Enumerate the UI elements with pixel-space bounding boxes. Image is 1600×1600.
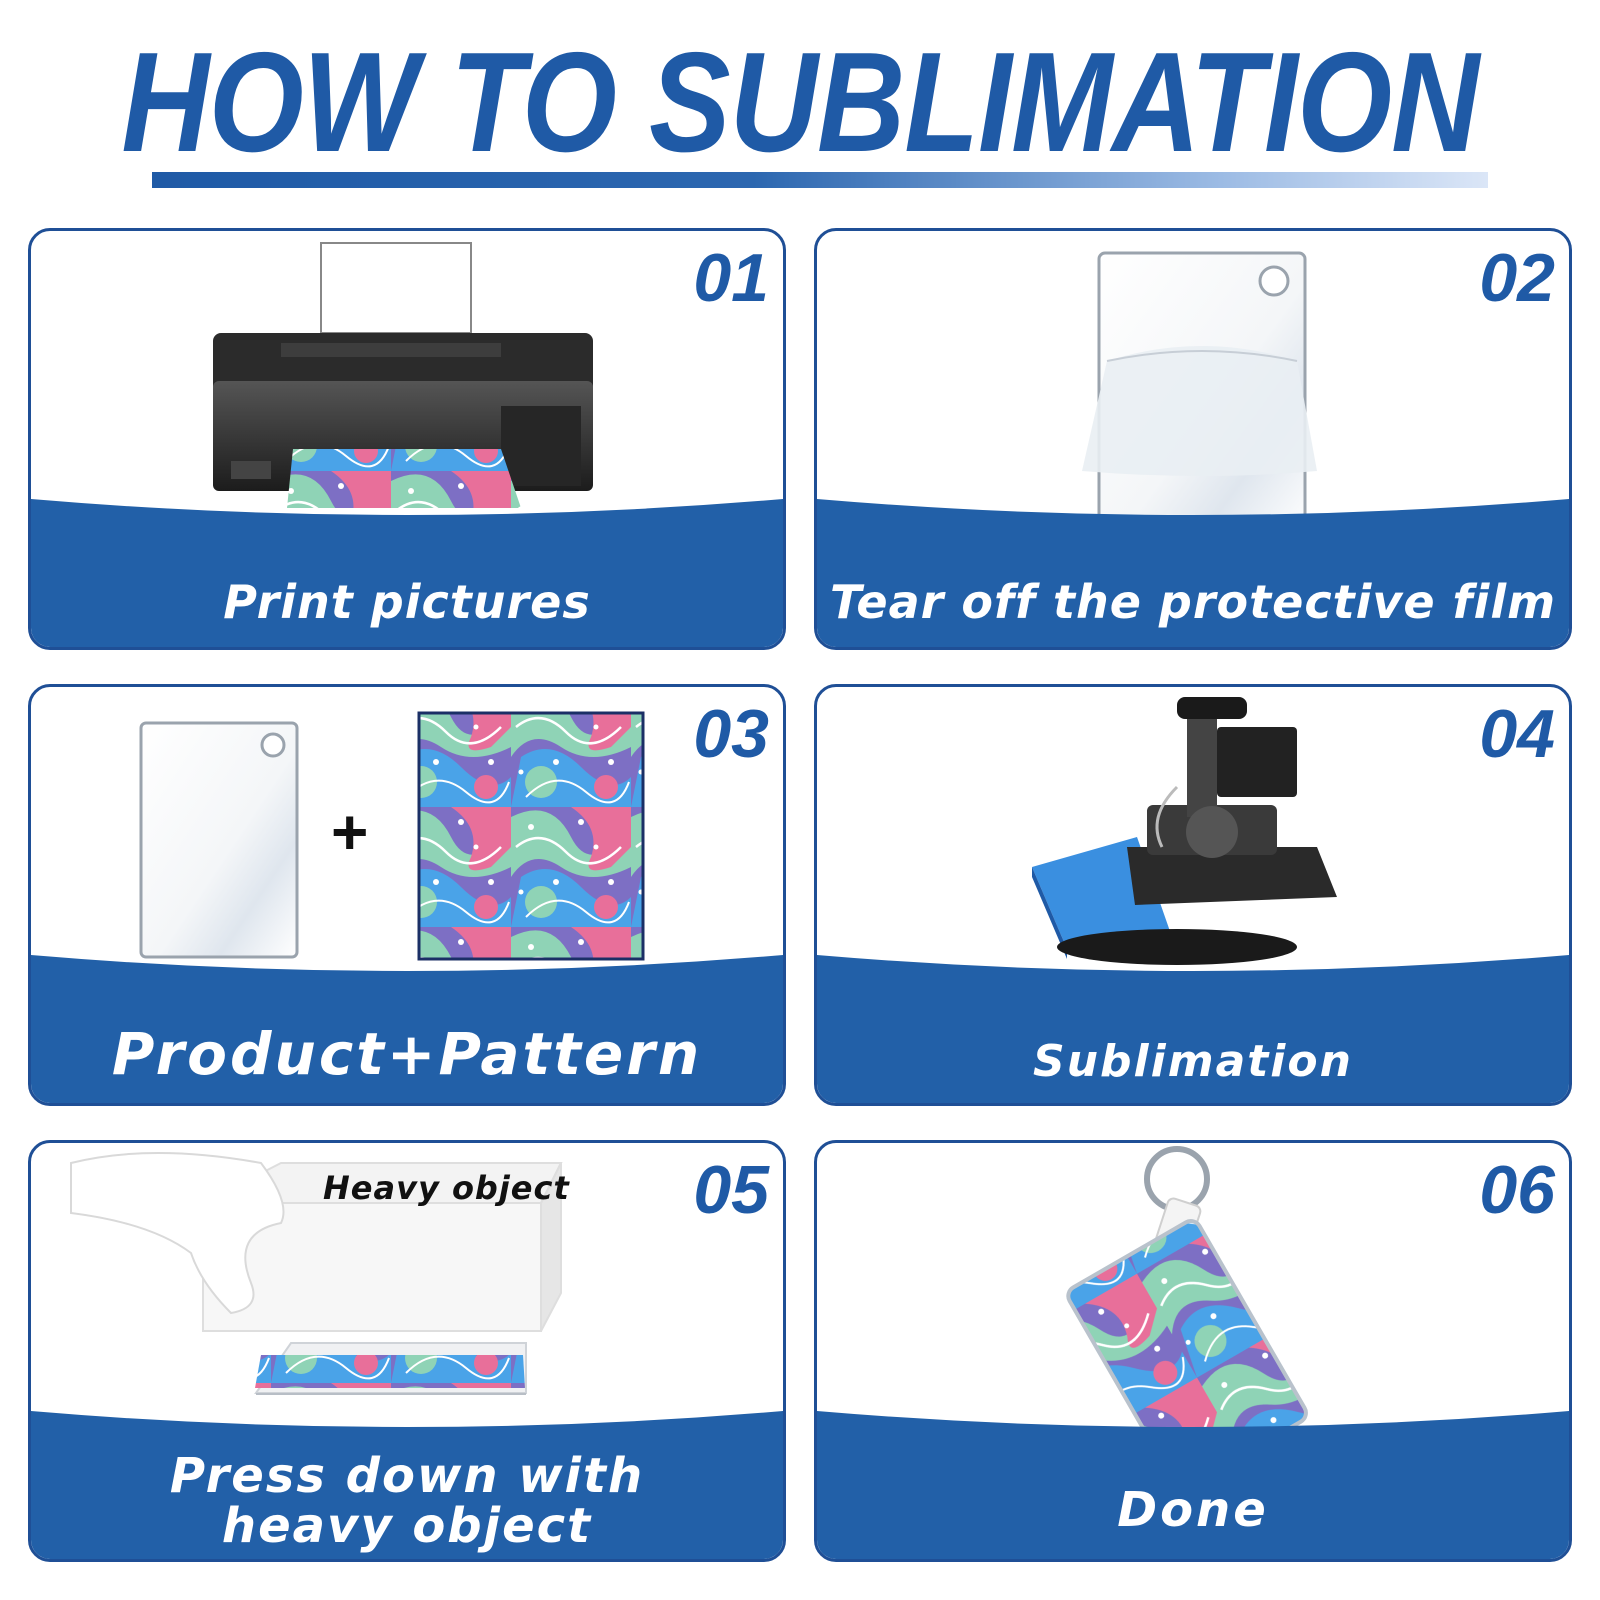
step-caption: Product+Pattern [111, 1020, 703, 1088]
step-caption-line2: heavy object [221, 1498, 593, 1554]
step-card-02: 02 Tear off the protective film [814, 228, 1572, 650]
caption-band [31, 955, 783, 1103]
step-card-06: 06 Done [814, 1140, 1572, 1562]
step-number: 05 [693, 1152, 769, 1228]
title-underline [152, 172, 1488, 188]
acrylic-blank-icon [1082, 251, 1317, 531]
step-caption: Press down with heavy object [31, 1451, 783, 1551]
heavy-object-icon [70, 1152, 563, 1395]
step-caption: Print pictures [223, 575, 591, 629]
step-caption: Done [1117, 1482, 1269, 1538]
step-card-03: + 03 Product+Pattern [28, 684, 786, 1106]
caption-band [31, 1411, 783, 1559]
step-number: 06 [1479, 1152, 1555, 1228]
step-number: 03 [693, 696, 769, 772]
printer-icon [213, 242, 593, 508]
page-title: HOW TO SUBLIMATION [121, 23, 1479, 182]
step-caption: Tear off the protective film [829, 575, 1557, 629]
step-number: 02 [1479, 240, 1555, 316]
caption-band [817, 1411, 1569, 1559]
heat-press-icon [1032, 697, 1337, 965]
heavy-object-label: Heavy object [323, 1169, 570, 1207]
step-caption-line1: Press down with [169, 1448, 645, 1504]
step-number: 04 [1479, 696, 1555, 772]
caption-band [31, 499, 783, 647]
step-card-01: 01 Print pictures [28, 228, 786, 650]
plus-sign: + [331, 796, 369, 868]
blank-plus-pattern-icon [139, 711, 645, 961]
step-card-05: Heavy object 05 Press down with heavy ob… [28, 1140, 786, 1562]
keychain-icon [1066, 1146, 1308, 1443]
caption-band [817, 499, 1569, 647]
caption-band [817, 955, 1569, 1103]
step-number: 01 [693, 240, 769, 316]
step-caption: Sublimation [1033, 1036, 1353, 1087]
step-card-04: 04 Sublimation [814, 684, 1572, 1106]
